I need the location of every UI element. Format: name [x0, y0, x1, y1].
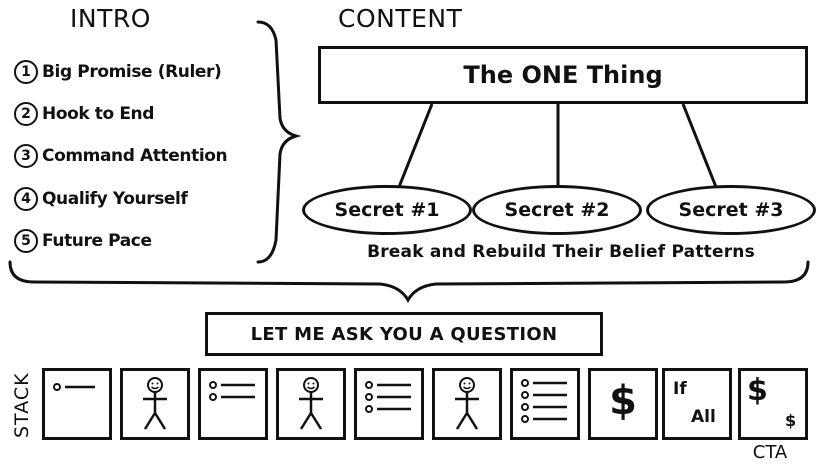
intro-item-5: 5 Future Pace: [14, 226, 152, 256]
all-text: All: [691, 407, 716, 427]
intro-number-badge: 3: [14, 144, 38, 168]
stack-slide-7: [510, 368, 580, 440]
stack-slide-5: [354, 368, 424, 440]
one-thing-box: The ONE Thing: [318, 46, 808, 104]
four-bullet-list-icon: [521, 379, 567, 423]
secret-1-oval: Secret #1: [302, 185, 472, 235]
secret-2-oval: Secret #2: [472, 185, 642, 235]
secret-3-oval: Secret #3: [646, 185, 816, 235]
intro-item-4: 4 Qualify Yourself: [14, 184, 188, 214]
dollar-small-icon: $: [785, 411, 797, 430]
dollar-icon: $: [609, 378, 637, 424]
two-bullet-list-icon: [209, 381, 255, 401]
stack-slide-6: [432, 368, 502, 440]
connector-line-3: [681, 103, 718, 188]
stack-slide-10: $ $: [738, 368, 808, 440]
section-brace: [8, 260, 810, 304]
intro-item-label: Command Attention: [42, 146, 228, 166]
intro-item-label: Qualify Yourself: [42, 189, 188, 209]
stick-figure-icon: [299, 377, 323, 430]
stack-slide-4: [276, 368, 346, 440]
intro-number-badge: 5: [14, 229, 38, 253]
intro-item-2: 2 Hook to End: [14, 99, 154, 129]
stick-figure-icon: [455, 377, 479, 430]
stack-label: STACK: [11, 372, 33, 438]
intro-item-label: Big Promise (Ruler): [42, 62, 222, 82]
intro-item-label: Hook to End: [42, 104, 155, 124]
stack-slide-2: [120, 368, 190, 440]
cta-label: CTA: [752, 442, 788, 463]
three-bullet-list-icon: [365, 381, 411, 413]
stack-slide-3: [198, 368, 268, 440]
intro-number-badge: 4: [14, 187, 38, 211]
stack-slide-8: $: [588, 368, 658, 440]
intro-number-badge: 1: [14, 60, 38, 84]
stack-slide-1: [42, 368, 112, 440]
content-heading: CONTENT: [338, 4, 463, 33]
intro-brace: [256, 20, 302, 264]
bullet-line-icon: [53, 383, 95, 391]
intro-item-3: 3 Command Attention: [14, 141, 228, 171]
intro-item-1: 1 Big Promise (Ruler): [14, 57, 222, 87]
dollar-large-icon: $: [747, 373, 768, 408]
intro-item-label: Future Pace: [42, 231, 152, 251]
intro-heading: INTRO: [70, 4, 151, 33]
connector-line-1: [397, 103, 434, 188]
if-text: If: [673, 379, 687, 399]
question-box: LET ME ASK YOU A QUESTION: [205, 312, 603, 356]
intro-number-badge: 2: [14, 102, 38, 126]
stack-slide-9: If All: [662, 368, 732, 440]
belief-caption: Break and Rebuild Their Belief Patterns: [367, 242, 755, 262]
stick-figure-icon: [143, 377, 167, 430]
